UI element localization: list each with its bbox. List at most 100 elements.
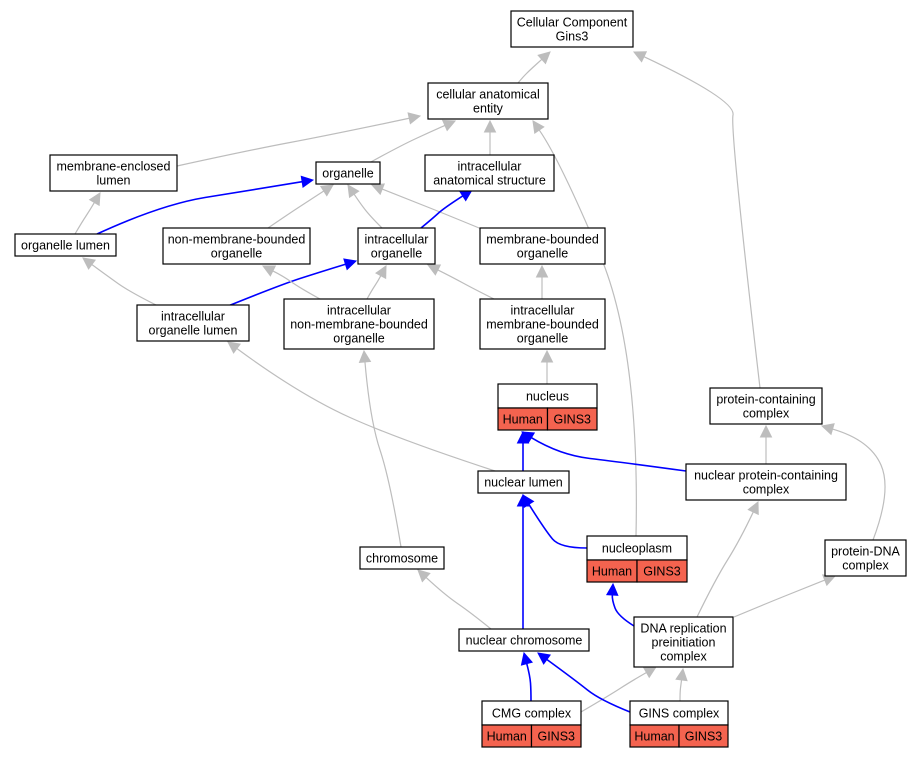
edge-inmbo-to-io bbox=[366, 265, 387, 300]
arrowhead-icon bbox=[605, 582, 619, 596]
arrowhead-icon bbox=[343, 258, 358, 271]
node-box bbox=[586, 535, 688, 561]
node-box bbox=[14, 233, 117, 257]
node-label: intracellular bbox=[365, 233, 429, 247]
edge-cae-to-root bbox=[517, 51, 551, 84]
edge-line bbox=[96, 180, 303, 235]
arrowhead-icon bbox=[347, 184, 360, 199]
edge-line bbox=[696, 511, 754, 618]
edge-npcc-to-nucleus bbox=[521, 431, 687, 472]
node-label: entity bbox=[473, 102, 504, 116]
edge-line bbox=[176, 117, 410, 167]
node-box bbox=[629, 700, 729, 726]
arrowhead-icon bbox=[516, 493, 530, 507]
edge-line bbox=[382, 188, 485, 231]
edge-pcc-to-root bbox=[632, 51, 761, 389]
node-label: nuclear lumen bbox=[484, 476, 563, 490]
edge-line bbox=[272, 270, 321, 300]
species-tag: GINS3 bbox=[530, 724, 582, 748]
edge-line bbox=[832, 428, 886, 541]
arrowhead-icon bbox=[540, 349, 554, 363]
node-label: organelle bbox=[517, 332, 568, 346]
node-inmbo[interactable]: intracellularnon-membrane-boundedorganel… bbox=[283, 298, 435, 350]
arrowhead-icon bbox=[319, 184, 334, 197]
node-label: intracellular bbox=[327, 304, 391, 318]
arrowhead-icon bbox=[82, 257, 96, 270]
species-tag: GINS3 bbox=[678, 724, 729, 748]
species-label: Human bbox=[634, 730, 674, 744]
node-label: intracellular bbox=[161, 310, 225, 324]
node-label: nuclear chromosome bbox=[466, 634, 583, 648]
edge-line bbox=[526, 663, 532, 702]
node-chromosome[interactable]: chromosome bbox=[359, 546, 445, 570]
edge-line bbox=[368, 124, 446, 164]
node-nchrom[interactable]: nuclear chromosome bbox=[458, 628, 590, 652]
node-organelle[interactable]: organelle bbox=[315, 161, 381, 185]
edge-mel-to-cae bbox=[176, 112, 422, 167]
edge-line bbox=[517, 58, 543, 84]
node-box bbox=[162, 227, 311, 265]
node-label: organelle lumen bbox=[21, 239, 110, 253]
node-label: GINS complex bbox=[639, 707, 720, 721]
edge-line bbox=[679, 679, 683, 702]
arrowhead-icon bbox=[375, 265, 387, 280]
edge-gins-to-dnarpc bbox=[675, 667, 688, 702]
edge-pdna-to-pcc bbox=[820, 423, 886, 541]
node-label: intracellular bbox=[511, 304, 575, 318]
arrowhead-icon bbox=[535, 264, 549, 278]
gene-label: GINS3 bbox=[553, 413, 591, 427]
node-box bbox=[359, 546, 445, 570]
edge-line bbox=[91, 264, 159, 307]
species-label: Human bbox=[503, 413, 543, 427]
edge-line bbox=[366, 275, 382, 300]
tag-cell bbox=[636, 559, 688, 583]
edge-line bbox=[546, 658, 631, 713]
species-tag: GINS3 bbox=[636, 559, 688, 583]
node-nlumen[interactable]: nuclear lumen bbox=[477, 470, 570, 494]
edge-organelle-to-cae bbox=[368, 119, 457, 164]
arrowhead-icon bbox=[417, 569, 431, 583]
arrowhead-icon bbox=[520, 651, 534, 666]
edge-line bbox=[353, 193, 383, 229]
node-label: intracellular bbox=[458, 160, 522, 174]
node-label: Cellular Component bbox=[517, 16, 628, 30]
arrowhead-icon bbox=[537, 652, 552, 665]
node-olumen[interactable]: organelle lumen bbox=[14, 233, 117, 257]
node-box bbox=[315, 161, 381, 185]
node-label: membrane-bounded bbox=[486, 233, 599, 247]
node-box bbox=[357, 227, 436, 265]
edge-line bbox=[236, 348, 499, 473]
node-label: organelle bbox=[322, 167, 373, 181]
node-label: non-membrane-bounded bbox=[290, 318, 428, 332]
edge-olumen-to-mel bbox=[74, 192, 101, 235]
edge-chromosome-to-inmbo bbox=[358, 349, 402, 548]
node-box bbox=[709, 387, 823, 425]
edge-dnarpc-to-nucleoplasm bbox=[605, 582, 635, 627]
node-label: preinitiation bbox=[652, 636, 716, 650]
species-label: Human bbox=[592, 565, 632, 579]
node-label: complex bbox=[660, 650, 707, 664]
node-label: CMG complex bbox=[492, 707, 572, 721]
edge-line bbox=[364, 361, 402, 548]
node-label: organelle bbox=[333, 332, 384, 346]
edge-ias-to-cae bbox=[483, 119, 497, 155]
arrowhead-icon bbox=[300, 175, 315, 189]
